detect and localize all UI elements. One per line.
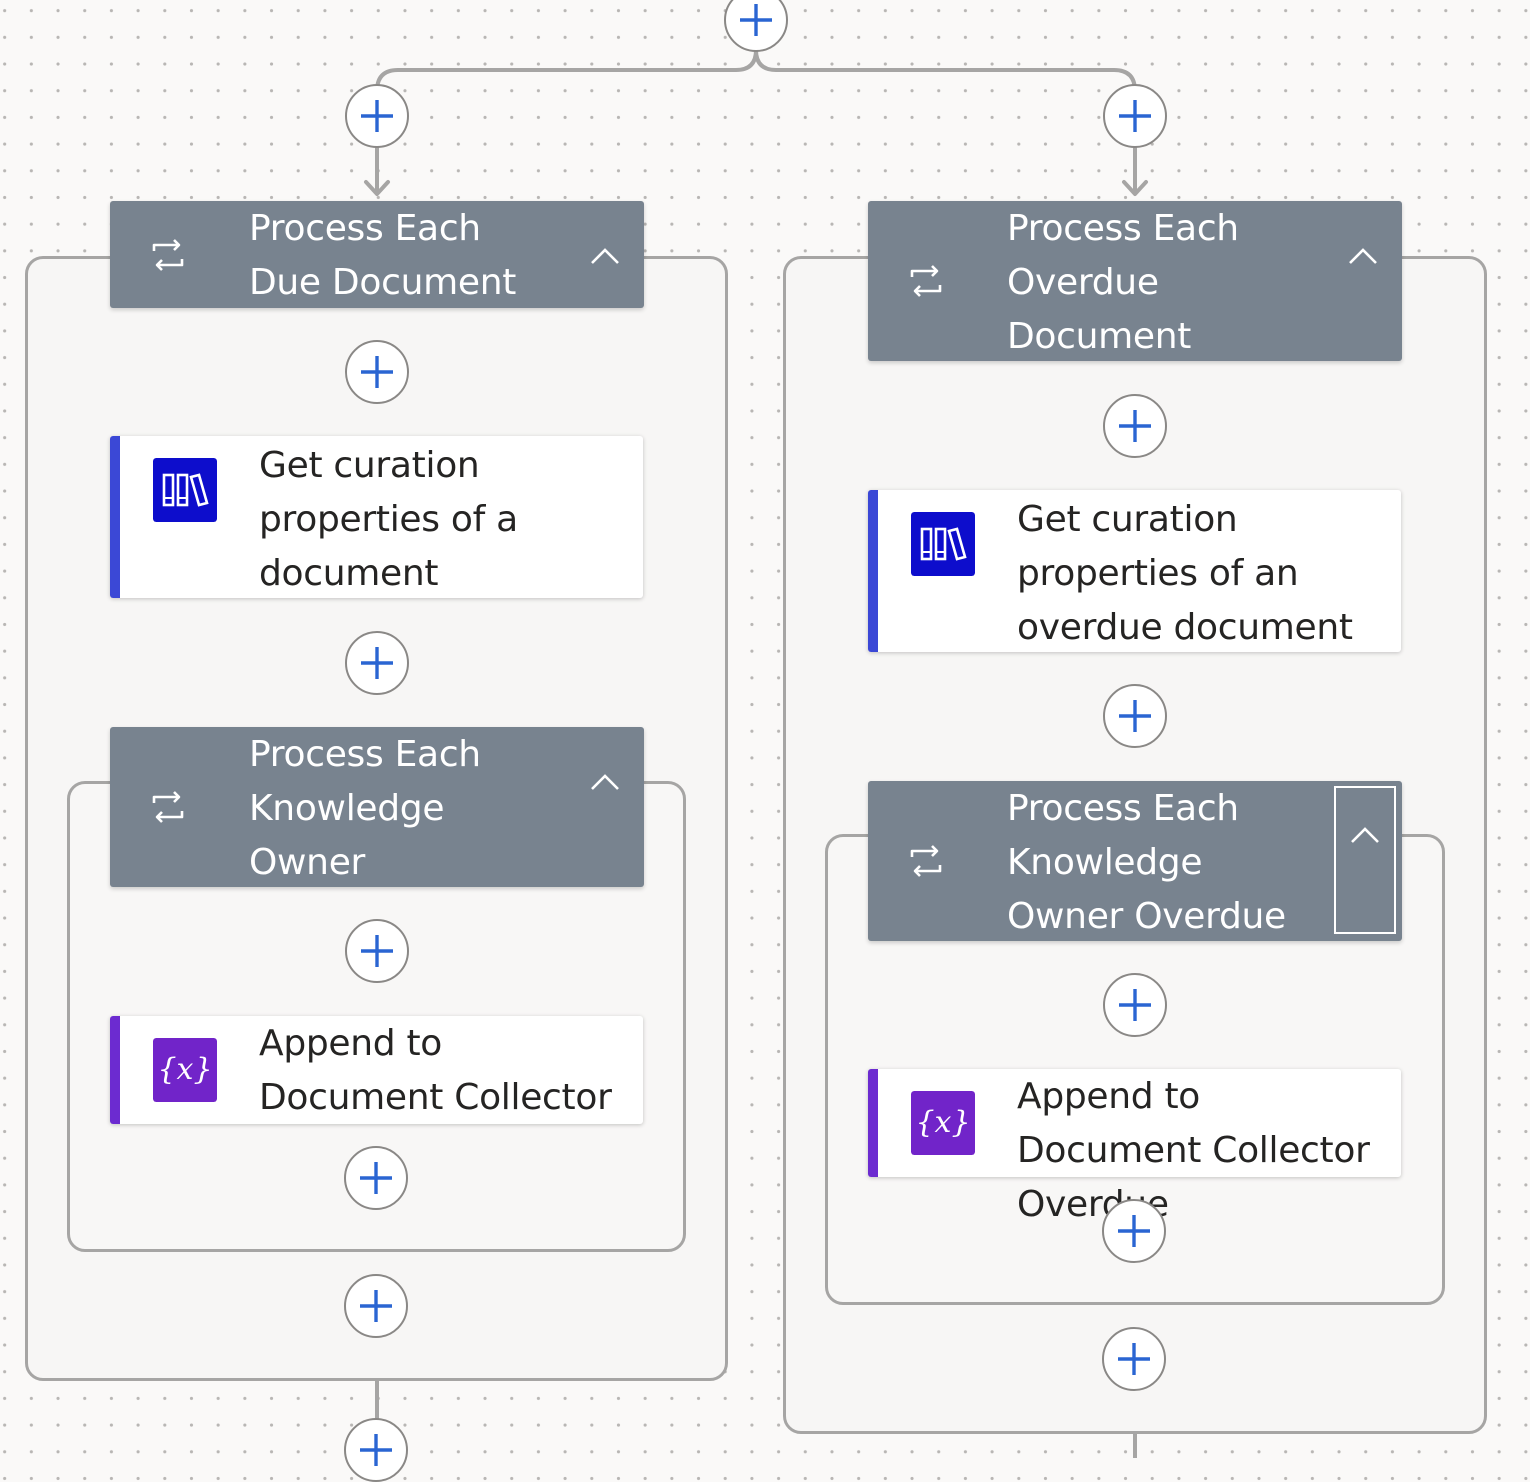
loop-title: Process Each Knowledge Owner Overdue [1007, 788, 1286, 937]
add-step-button[interactable] [344, 1274, 408, 1338]
action-title: Append to Document Collector Overdue [1017, 1076, 1370, 1225]
library-books-icon [153, 458, 217, 522]
loop-title: Process Each Due Document [249, 208, 517, 303]
plus-icon [1119, 700, 1151, 732]
collapse-button[interactable] [576, 215, 638, 295]
action-append-to-document-collector[interactable]: {x} Append to Document Collector [110, 1016, 643, 1124]
action-title: Get curation properties of a document [259, 445, 518, 594]
chevron-up-icon [591, 248, 619, 264]
plus-icon [361, 647, 393, 679]
plus-icon [361, 935, 393, 967]
loop-process-each-due-document[interactable]: Process Each Due Document [110, 201, 644, 308]
library-books-icon [911, 512, 975, 576]
variable-x-icon: {x} [911, 1091, 975, 1155]
card-accent [868, 490, 878, 652]
loop-icon [152, 791, 184, 823]
chevron-up-icon [591, 774, 619, 790]
action-append-to-document-collector-overdue[interactable]: {x} Append to Document Collector Overdue [868, 1069, 1401, 1225]
action-title: Append to Document Collector [259, 1023, 612, 1118]
collapse-button[interactable] [1334, 215, 1396, 295]
add-step-button[interactable] [1103, 973, 1167, 1037]
action-get-curation-properties-overdue[interactable]: Get curation properties of an overdue do… [868, 490, 1401, 652]
chevron-up-icon [1351, 827, 1379, 843]
plus-icon [1119, 989, 1151, 1021]
add-step-button[interactable] [344, 1146, 408, 1210]
plus-icon [1119, 410, 1151, 442]
plus-icon [1118, 1343, 1150, 1375]
add-step-button[interactable] [345, 919, 409, 983]
collapse-button[interactable] [1334, 786, 1396, 934]
loop-icon [910, 845, 942, 877]
action-title: Get curation properties of an overdue do… [1017, 499, 1353, 648]
add-step-button[interactable] [724, 0, 788, 52]
add-step-button[interactable] [1103, 84, 1167, 148]
plus-icon [360, 1290, 392, 1322]
loop-title: Process Each Knowledge Owner [249, 734, 481, 883]
plus-icon [740, 4, 772, 36]
svg-text:{x}: {x} [915, 1105, 970, 1140]
loop-process-each-knowledge-owner-overdue[interactable]: Process Each Knowledge Owner Overdue [868, 781, 1402, 941]
card-accent [110, 436, 120, 598]
plus-icon [1119, 100, 1151, 132]
add-step-button[interactable] [345, 84, 409, 148]
add-step-button[interactable] [1103, 394, 1167, 458]
loop-process-each-knowledge-owner[interactable]: Process Each Knowledge Owner [110, 727, 644, 887]
loop-icon [910, 265, 942, 297]
loop-icon [152, 239, 184, 271]
collapse-button[interactable] [576, 741, 638, 821]
card-accent [868, 1069, 878, 1177]
svg-text:{x}: {x} [157, 1052, 212, 1087]
plus-icon [361, 356, 393, 388]
plus-icon [1118, 1215, 1150, 1247]
add-step-button[interactable] [1102, 1199, 1166, 1263]
add-step-button[interactable] [345, 631, 409, 695]
plus-icon [361, 100, 393, 132]
variable-x-icon: {x} [153, 1038, 217, 1102]
chevron-up-icon [1349, 248, 1377, 264]
action-get-curation-properties[interactable]: Get curation properties of a document [110, 436, 643, 598]
plus-icon [360, 1162, 392, 1194]
loop-title: Process Each Overdue Document [1007, 208, 1239, 357]
loop-process-each-overdue-document[interactable]: Process Each Overdue Document [868, 201, 1402, 361]
add-step-button[interactable] [344, 1418, 408, 1482]
card-accent [110, 1016, 120, 1124]
add-step-button[interactable] [1103, 684, 1167, 748]
add-step-button[interactable] [345, 340, 409, 404]
plus-icon [360, 1434, 392, 1466]
add-step-button[interactable] [1102, 1327, 1166, 1391]
